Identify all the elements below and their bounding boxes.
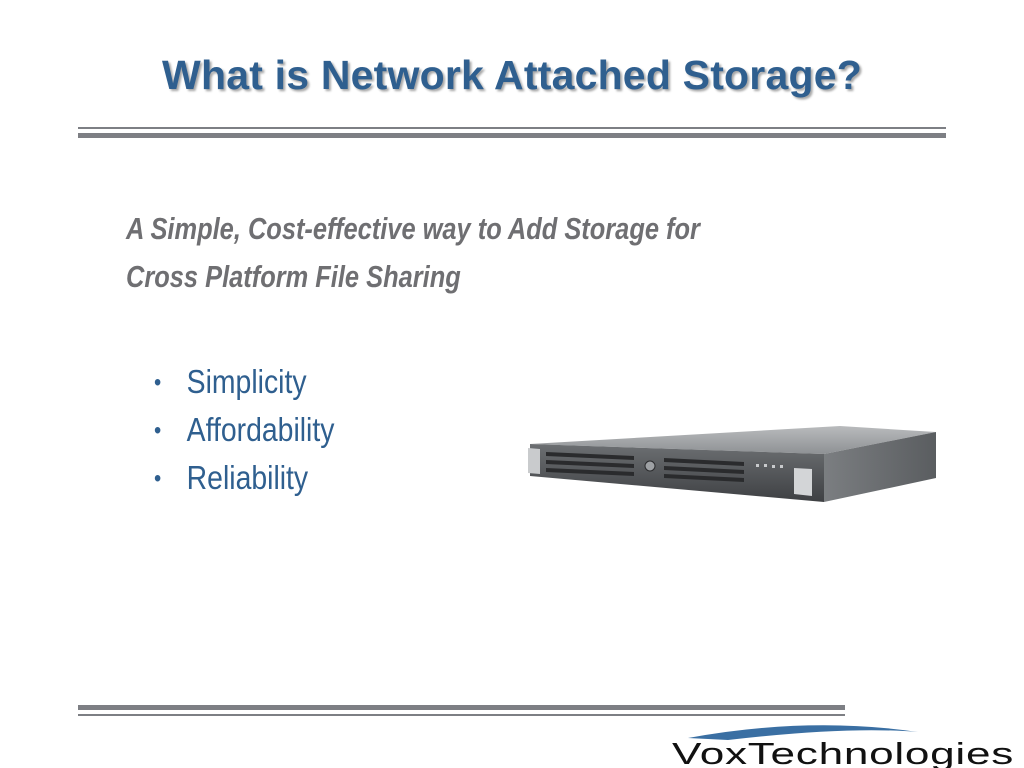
subtitle-line-1: A Simple, Cost-effective way to Add Stor… — [126, 211, 700, 246]
server-status-leds — [756, 464, 783, 468]
bottom-rule-thin — [78, 714, 845, 716]
logo-swoosh-icon — [688, 725, 918, 740]
bottom-rule-thick — [78, 705, 845, 710]
bullet-text: Simplicity — [186, 363, 307, 400]
server-right-handle — [794, 468, 812, 496]
bullet-list: • Simplicity • Affordability • Reliability — [154, 358, 364, 502]
subtitle-line-2: Cross Platform File Sharing — [126, 259, 461, 294]
bullet-dot-icon: • — [154, 465, 162, 492]
server-vents — [546, 452, 744, 482]
server-side-panel — [824, 432, 936, 502]
server-top-panel — [530, 426, 936, 454]
logo-text: VoxTechnologies — [672, 736, 1014, 768]
slide-title: What is Network Attached Storage? — [162, 52, 862, 98]
top-rule-thick — [78, 133, 946, 138]
bullet-text: Reliability — [186, 459, 309, 496]
nas-server-image — [528, 426, 936, 502]
bullet-dot-icon: • — [154, 369, 162, 396]
server-lock-icon — [644, 460, 656, 472]
bullet-dot-icon: • — [154, 417, 162, 444]
bullet-item: • Reliability — [154, 454, 334, 502]
bullet-item: • Affordability — [154, 406, 334, 454]
slide-subtitle: A Simple, Cost-effective way to Add Stor… — [126, 205, 880, 301]
top-rule-thin — [78, 127, 946, 129]
bullet-text: Affordability — [186, 411, 335, 448]
bullet-item: • Simplicity — [154, 358, 334, 406]
voxtechnologies-logo: VoxTechnologies — [672, 725, 1014, 768]
server-left-handle — [528, 448, 540, 474]
